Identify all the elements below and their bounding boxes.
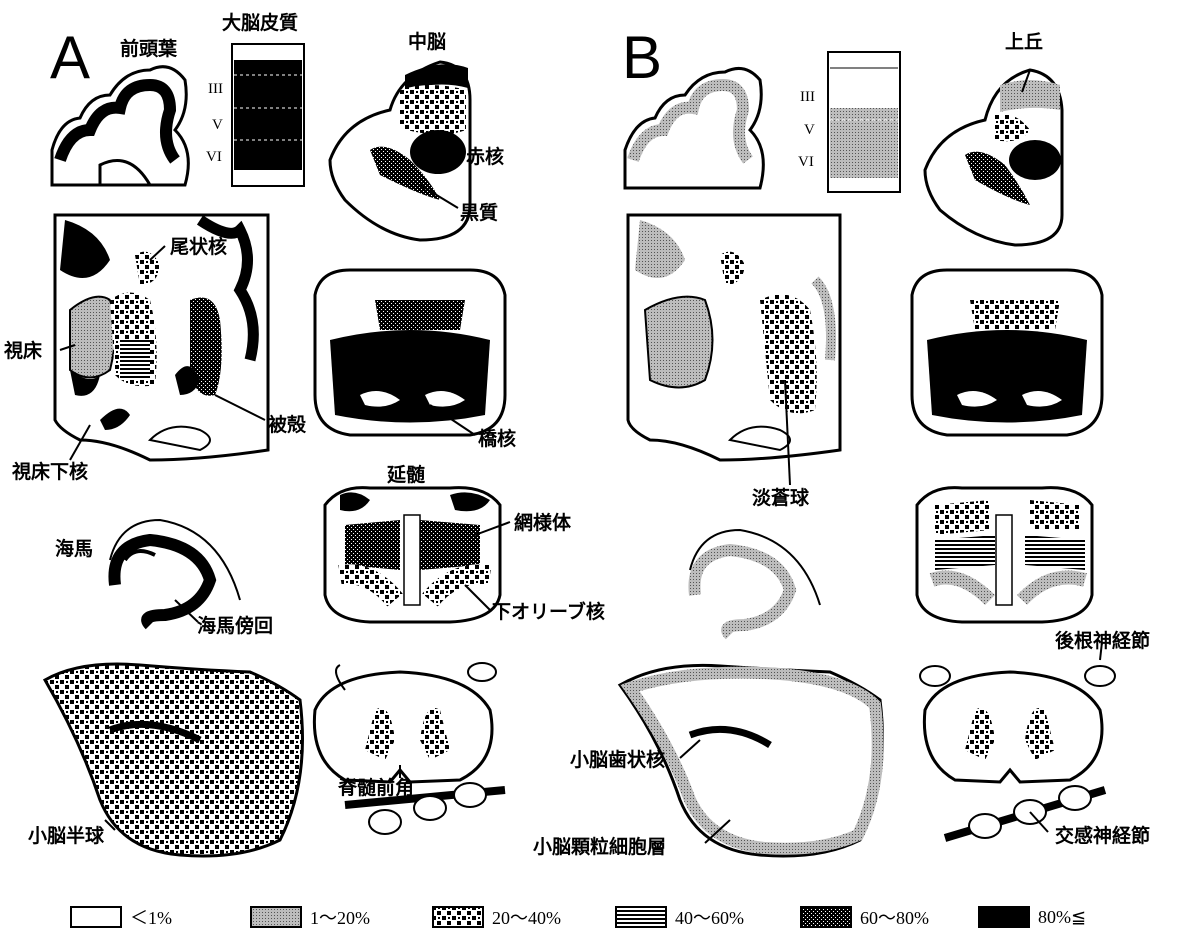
legend-text-dense: 60～80% xyxy=(860,904,929,930)
label-putamen: 被殻 xyxy=(268,416,306,435)
label-drg: 後根神経節 xyxy=(1055,632,1150,651)
b-spinal-cord xyxy=(920,666,1115,838)
b-medulla xyxy=(917,488,1092,622)
label-anterior-horn: 脊髄前角 xyxy=(338,779,414,798)
a-hippocampus xyxy=(110,520,240,625)
legend-swatch-hstripes xyxy=(615,906,667,928)
label-sympathetic: 交感神経節 xyxy=(1055,827,1150,846)
a-spinal-cord xyxy=(314,663,505,834)
a-pons xyxy=(315,270,505,435)
a-medulla xyxy=(325,488,500,622)
label-hippocampus: 海馬 xyxy=(55,540,93,559)
legend-text-solid: 80%≦ xyxy=(1038,907,1086,928)
label-subthalamic: 視床下核 xyxy=(12,463,88,482)
label-substantia-nigra: 黒質 xyxy=(460,204,498,223)
legend-item-checker: 20～40% xyxy=(432,905,561,929)
legend-text-checker: 20～40% xyxy=(492,904,561,930)
label-granular-layer: 小脳顆粒細胞層 xyxy=(533,838,666,857)
legend-text-gray: 1～20% xyxy=(310,904,370,930)
b-cortex-bar xyxy=(828,52,900,192)
label-thalamus: 視床 xyxy=(4,342,42,361)
legend-swatch-gray xyxy=(250,906,302,928)
label-dentate: 小脳歯状核 xyxy=(570,751,665,770)
b-hippocampus xyxy=(690,530,820,635)
a-midbrain xyxy=(330,62,470,240)
label-superior-colliculus: 上丘 xyxy=(1005,33,1043,52)
label-frontal-lobe: 前頭葉 xyxy=(120,40,177,59)
panel-b-letter: B xyxy=(622,28,662,88)
legend-item-solid: 80%≦ xyxy=(978,905,1086,929)
label-midbrain: 中脳 xyxy=(408,33,446,52)
layer-iii-label: III xyxy=(208,82,223,97)
a-coronal-section xyxy=(55,215,268,460)
layer-v-label: V xyxy=(212,118,223,133)
legend-item-hstripes: 40～60% xyxy=(615,905,744,929)
legend-item-gray: 1～20% xyxy=(250,905,370,929)
b-coronal-section xyxy=(628,215,840,460)
b-midbrain xyxy=(925,70,1062,245)
label-inferior-olive: 下オリーブ核 xyxy=(492,603,605,622)
layer-vi-label: VI xyxy=(206,150,222,165)
legend-item-dense: 60～80% xyxy=(800,905,929,929)
b-pons xyxy=(912,270,1102,435)
label-caudate: 尾状核 xyxy=(170,238,227,257)
layer-v-label-b: V xyxy=(804,123,815,138)
label-cerebral-cortex: 大脳皮質 xyxy=(222,14,298,33)
legend-text-hstripes: 40～60% xyxy=(675,904,744,930)
legend-swatch-dense xyxy=(800,906,852,928)
label-pontine-nuclei: 橋核 xyxy=(478,430,516,449)
label-cerebellar-hemisphere: 小脳半球 xyxy=(28,827,104,846)
legend-text-empty: ＜1% xyxy=(130,904,172,930)
label-red-nucleus: 赤核 xyxy=(466,148,504,167)
legend-swatch-empty xyxy=(70,906,122,928)
label-reticular: 網様体 xyxy=(514,514,571,533)
layer-iii-label-b: III xyxy=(800,90,815,105)
legend-swatch-solid xyxy=(978,906,1030,928)
legend-item-empty: ＜1% xyxy=(70,905,172,929)
label-medulla: 延髄 xyxy=(387,466,425,485)
label-parahippocampal: 海馬傍回 xyxy=(197,617,273,636)
panel-a-letter: A xyxy=(50,28,90,88)
label-globus-pallidus: 淡蒼球 xyxy=(752,489,809,508)
legend-swatch-checker xyxy=(432,906,484,928)
a-cortex-bar xyxy=(232,44,304,186)
layer-vi-label-b: VI xyxy=(798,155,814,170)
